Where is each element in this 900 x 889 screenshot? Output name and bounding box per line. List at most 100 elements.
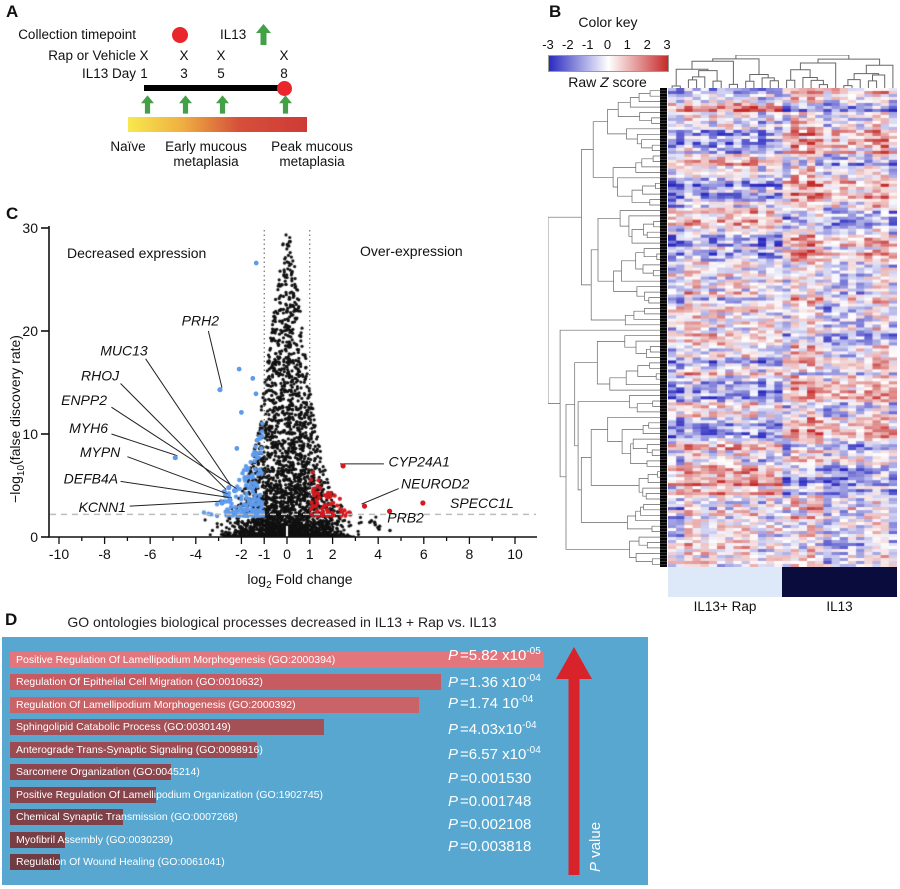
gene-point [172,455,178,461]
go-bar-row: Sphingolipid Catabolic Process (GO:00301… [10,719,640,735]
go-bar [10,832,66,848]
go-bar-label: Sphingolipid Catabolic Process (GO:00301… [16,721,231,733]
gene-point [420,500,426,506]
go-bar [10,697,419,713]
arrow-shaft [568,677,580,875]
p-text: =0.001748 [460,793,532,810]
p-symbol: P [448,647,459,664]
go-chart-title: GO ontologies biological processes decre… [67,614,497,630]
panel-b: B [540,0,900,625]
gene-leader-line [207,330,223,388]
x-tick-label: -1 [258,546,271,562]
gene-label: PRH2 [182,313,220,329]
day-value: 8 [280,66,288,81]
go-bar-label: Chemical Synaptic Transmission (GO:00072… [16,811,238,823]
il13-injection-arrow-icon [256,24,271,45]
timeline-row-day: IL13 Day 1 3 5 8 [0,66,420,84]
p-rest: value [587,821,604,862]
go-bar-row: Positive Regulation Of Lamellipodium Org… [10,787,640,803]
xlabel-post: Fold change [271,571,353,587]
go-bar-row: Regulation Of Wound Healing (GO:0061041) [10,854,640,870]
p-value: P=4.03x10-04 [448,721,537,739]
gene-label: CYP24A1 [388,453,449,469]
p-symbol: P [448,721,459,738]
gene-label: PRB2 [387,509,424,525]
go-bar-row: Myofibril Assembly (GO:0030239) [10,832,640,848]
x-tick-label: 8 [466,546,474,562]
x-tick-label: 1 [306,546,314,562]
go-bar [10,854,61,870]
gene-label: KCNN1 [79,499,126,515]
significant-down-point [253,391,259,397]
p-value-axis-label: P value [587,692,604,872]
p-exp: -04 [522,720,537,731]
y-axis-title: −log10(false discovery rate) [7,309,27,529]
gene-leader-line [129,500,225,507]
gene-leader-line [111,433,178,457]
gene-point [361,503,368,509]
p-text: =1.36 x10 [460,674,527,691]
ylabel-post: (false discovery rate) [7,335,23,465]
rap-mark: X [179,48,189,63]
p-text: =1.74 10 [460,695,519,712]
gene-point [217,387,223,393]
timeline-bar [144,85,284,91]
region-overexpressed: Over-expression [360,243,463,259]
p-symbol: P [448,746,459,763]
p-text: =4.03x10 [460,721,523,738]
color-key-title: Color key [578,14,638,30]
gene-leader-line [361,488,399,505]
significant-down-point [234,446,240,451]
gene-label: ENPP2 [61,392,107,408]
x-tick-label: -4 [190,546,203,562]
collection-timepoint-label: Collection timepoint [18,27,136,42]
gene-point [227,497,233,503]
rap-or-vehicle-label: Rap or Vehicle [48,48,136,63]
go-bar-label: Regulation Of Epithelial Cell Migration … [16,676,263,688]
x-axis-title: log2 Fold change [230,571,370,590]
gene-leader-line [127,456,228,495]
day-value: 3 [180,66,188,81]
gene-leader-line [120,480,233,499]
p-exp: -04 [526,745,541,756]
p-value: P=0.003818 [448,838,531,856]
go-chart-area: Positive Regulation Of Lamellipodium Mor… [2,637,648,885]
region-decreased: Decreased expression [67,245,207,261]
go-bar-label: Myofibril Assembly (GO:0030239) [16,834,173,846]
gene-label: MUC13 [100,343,148,359]
gene-point [219,500,225,506]
go-bar-label: Regulation Of Wound Healing (GO:0061041) [16,856,225,868]
panel-d-label: D [5,610,18,629]
go-bar-row: Chemical Synaptic Transmission (GO:00072… [10,809,640,825]
panel-a: A Collection timepoint IL13 Rap or Vehic… [0,0,420,200]
color-key-caption: Raw Z score [548,74,667,90]
color-key-tick: 1 [623,37,631,52]
collection-dot [172,27,188,43]
gene-leader-line [120,383,227,491]
gene-label: NEUROD2 [401,475,470,491]
rap-mark: X [139,48,149,63]
ylabel-pre: −log [7,476,23,503]
go-bar-label: Anterograde Trans-Synaptic Signaling (GO… [16,744,263,756]
p-text: =0.002108 [460,816,532,833]
xlabel-sub: 2 [266,579,272,591]
dendrogram-links [548,90,660,565]
p-symbol: P [448,816,459,833]
caption-z: Z [600,74,609,90]
day-value: 1 [140,66,148,81]
heatmap [668,88,897,567]
p-value: P=0.001530 [448,770,531,788]
gene-label: MYH6 [69,420,108,436]
timeline-row-rap: Rap or Vehicle X X X X [0,48,420,66]
go-bar [10,742,257,758]
color-key-tick: -1 [581,37,594,52]
p-value: P=1.74 10-04 [448,695,533,713]
x-tick-label: -6 [144,546,157,562]
gene-label: SPECC1L [450,495,514,511]
go-bar [10,719,324,735]
significant-down-point [239,409,244,415]
go-bar-row: Regulation Of Epithelial Cell Migration … [10,674,640,690]
color-key-tick: 3 [663,37,671,52]
x-tick-label: -2 [235,546,248,562]
go-bar [10,809,124,825]
